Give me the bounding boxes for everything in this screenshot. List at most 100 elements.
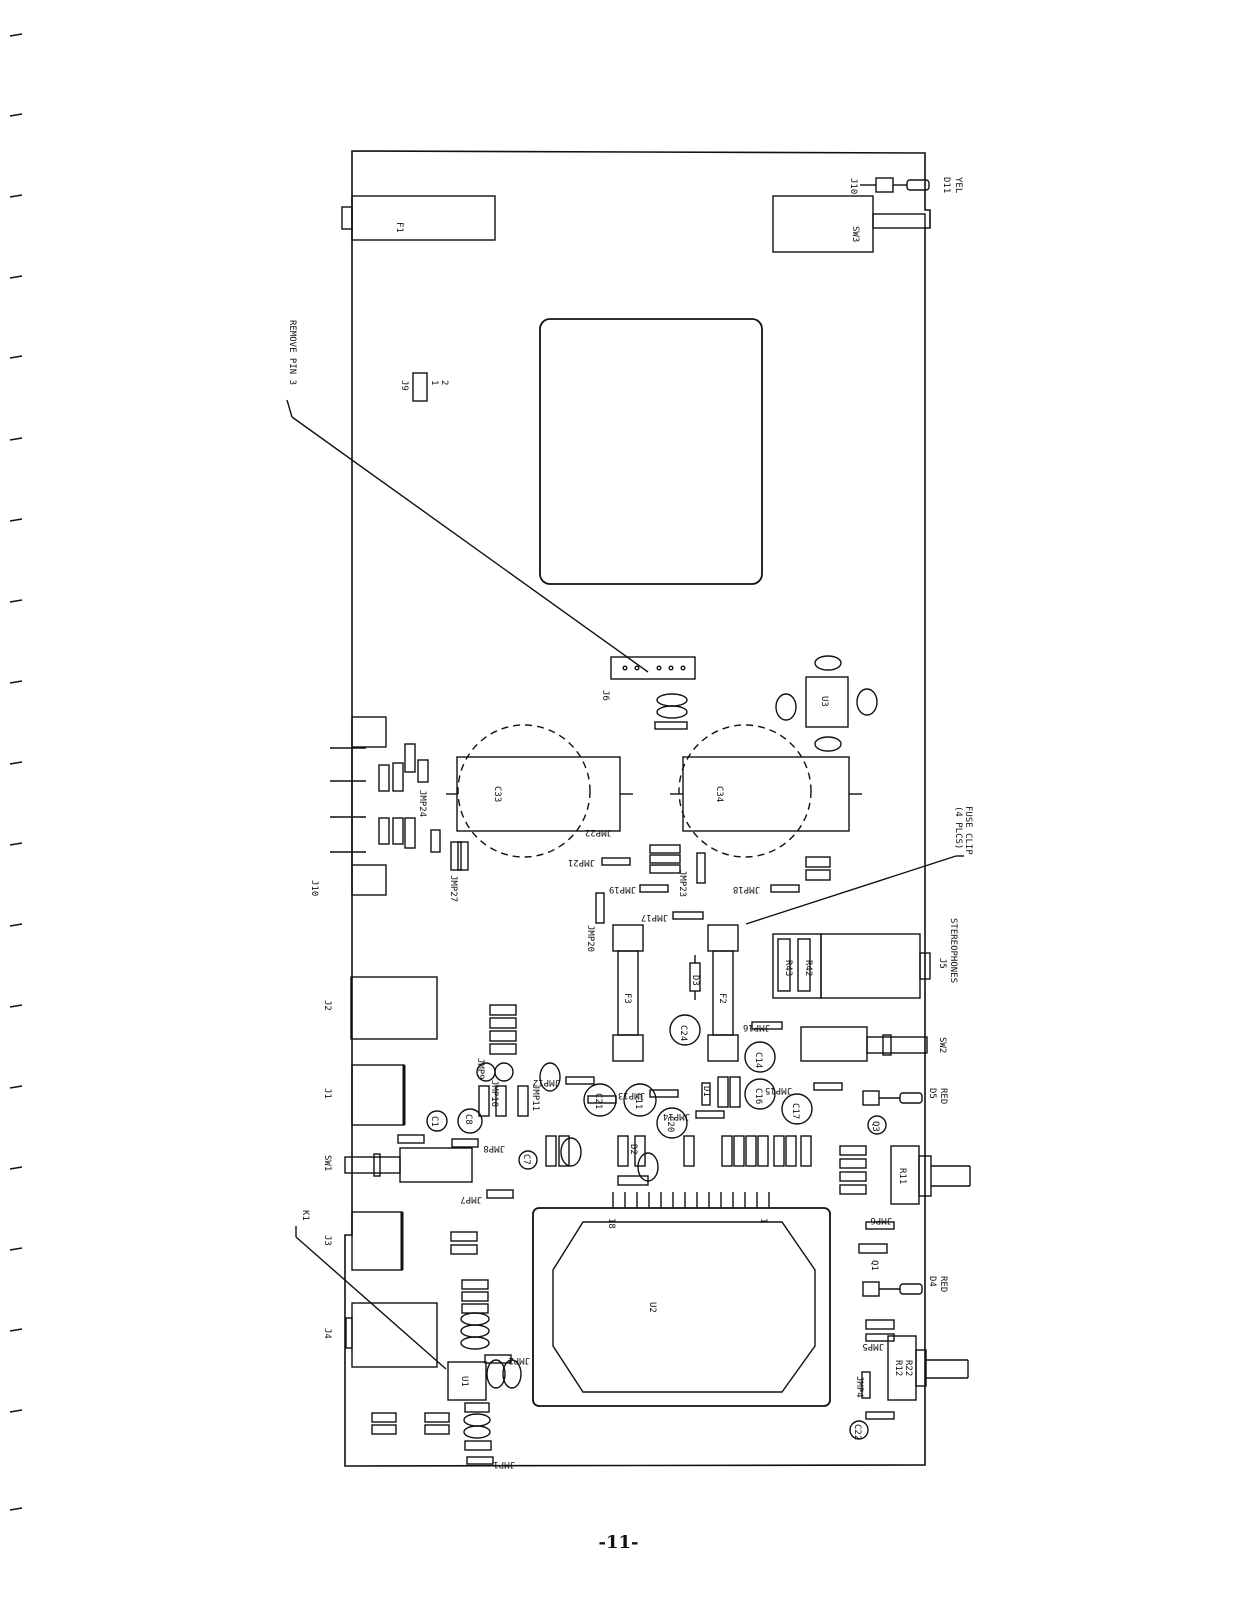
- remove-pin-callout: REMOVE PIN 3: [287, 320, 297, 385]
- jmp22-label: JMP22: [585, 827, 612, 837]
- ref-c1: C1: [429, 1116, 439, 1127]
- header-j6: [610, 656, 696, 680]
- ref-c20: C20: [665, 1116, 675, 1132]
- components-r49-d7: [397, 1004, 561, 1199]
- jmp4-label: JMP4: [854, 1376, 864, 1398]
- connector-j4: [345, 1302, 438, 1368]
- jmp8-label: JMP8: [483, 1143, 505, 1153]
- jmp2-label: JMP2: [508, 1355, 530, 1365]
- ref-r42: R42: [803, 960, 813, 976]
- k1-callout: K1: [300, 1210, 310, 1221]
- regulator-u3: [775, 655, 878, 752]
- jmp6-label: JMP6: [870, 1215, 892, 1225]
- ref-d2: D2: [628, 1144, 638, 1155]
- ref-d4: D4: [927, 1276, 937, 1287]
- jmp24-label: JMP24: [417, 790, 427, 817]
- ic-pin-18: 18: [606, 1218, 616, 1229]
- fuse-clip-leader: [745, 855, 957, 925]
- fuse-f2: [707, 924, 739, 1062]
- jmp19-label: JMP19: [609, 884, 636, 894]
- fuse-clip-note: (4 PLCS): [953, 806, 963, 849]
- d11-color: YEL: [953, 177, 963, 193]
- ic-pin-1: 1: [758, 1218, 768, 1223]
- ref-j2: J2: [322, 1000, 332, 1011]
- jmp7-label: JMP7: [460, 1194, 482, 1204]
- potentiometer-r11: [890, 1145, 971, 1205]
- jmp1-label: JMP1: [493, 1459, 515, 1469]
- ref-r43: R43: [783, 960, 793, 976]
- components-bottom-left: [371, 1231, 512, 1465]
- ref-c16: C16: [753, 1088, 763, 1104]
- electrolytic-caps: [560, 1014, 887, 1182]
- resistors-right: [839, 1145, 895, 1440]
- ref-f2: F2: [717, 993, 727, 1004]
- ref-j1: J1: [322, 1088, 332, 1099]
- ref-sw3: SW3: [850, 226, 860, 242]
- ref-c14: C14: [753, 1052, 763, 1068]
- ref-q1: Q1: [869, 1260, 879, 1271]
- d5-color: RED: [938, 1088, 948, 1104]
- ref-sw1: SW1: [322, 1155, 332, 1171]
- fuse-f3: [612, 924, 644, 1062]
- ref-f1: F1: [394, 222, 404, 233]
- header-j9: [412, 372, 428, 402]
- jmp23-label: JMP23: [677, 870, 687, 897]
- ref-c24: C24: [678, 1025, 688, 1041]
- connector-j2: [350, 976, 438, 1040]
- jmp27-label: JMP27: [448, 875, 458, 902]
- ic-u2: [532, 1192, 831, 1407]
- ref-u1: U1: [459, 1376, 469, 1387]
- led-d4: [862, 1281, 923, 1297]
- jmp18-label: JMP18: [733, 884, 760, 894]
- ref-c7: C7: [521, 1154, 531, 1165]
- remove-pin-leader: [291, 416, 649, 673]
- ref-q3: Q3: [870, 1121, 880, 1132]
- ref-u3: U3: [819, 696, 829, 707]
- k1-leader: [295, 1236, 447, 1370]
- capacitor-c33: [446, 724, 633, 858]
- j9-pin1: 1: [429, 380, 439, 385]
- d4-color: RED: [938, 1276, 948, 1292]
- ref-sw2: SW2: [937, 1037, 947, 1053]
- capacitor-c34: [670, 724, 862, 858]
- transformer-block: [539, 318, 763, 585]
- jmp9-label: JMP9: [475, 1058, 485, 1080]
- caps-c32-c9: [654, 693, 688, 730]
- fuse-clip-callout: FUSE CLIP: [963, 806, 973, 855]
- connector-j10: [330, 716, 387, 896]
- switch-sw3: [772, 195, 926, 253]
- ref-c33: C33: [492, 786, 502, 802]
- page-number: -11-: [598, 1532, 639, 1553]
- ref-c21: C21: [593, 1093, 603, 1109]
- ref-r12: R12: [893, 1360, 903, 1376]
- ref-j3: J3: [322, 1235, 332, 1246]
- ref-d5: D5: [927, 1088, 937, 1099]
- connector-j3: [351, 1211, 404, 1271]
- margin-ticks: [9, 33, 23, 1511]
- ref-c22: C22: [852, 1424, 862, 1440]
- ref-j10-top: J10: [848, 178, 858, 194]
- potentiometer-r12: [887, 1335, 969, 1401]
- ref-r22: R22: [903, 1360, 913, 1376]
- regulator-u1: [447, 1359, 522, 1401]
- j5-desc: STEREOPHONES: [948, 918, 958, 983]
- ref-j9: J9: [399, 380, 409, 391]
- ref-c17: C17: [790, 1103, 800, 1119]
- jmp17-label: JMP17: [641, 912, 668, 922]
- ref-j10: J10: [309, 880, 319, 896]
- jmp11-label: JMP11: [530, 1084, 540, 1111]
- ref-c8: C8: [463, 1114, 473, 1125]
- jmp16-label: JMP16: [743, 1022, 770, 1032]
- ref-d3: D3: [690, 975, 700, 986]
- ref-j5: J5: [937, 958, 947, 969]
- resistor-array: [545, 1076, 843, 1186]
- switch-sw2: [800, 1026, 928, 1062]
- ref-d1: D1: [701, 1086, 711, 1097]
- jmp13-label: JMP13: [618, 1090, 645, 1100]
- j9-pin2: 2: [439, 380, 449, 385]
- ref-c34: C34: [714, 786, 724, 802]
- components-r51-c26: [378, 743, 469, 871]
- connector-j1: [351, 1064, 406, 1126]
- jmp14-label: JMP14: [663, 1111, 690, 1121]
